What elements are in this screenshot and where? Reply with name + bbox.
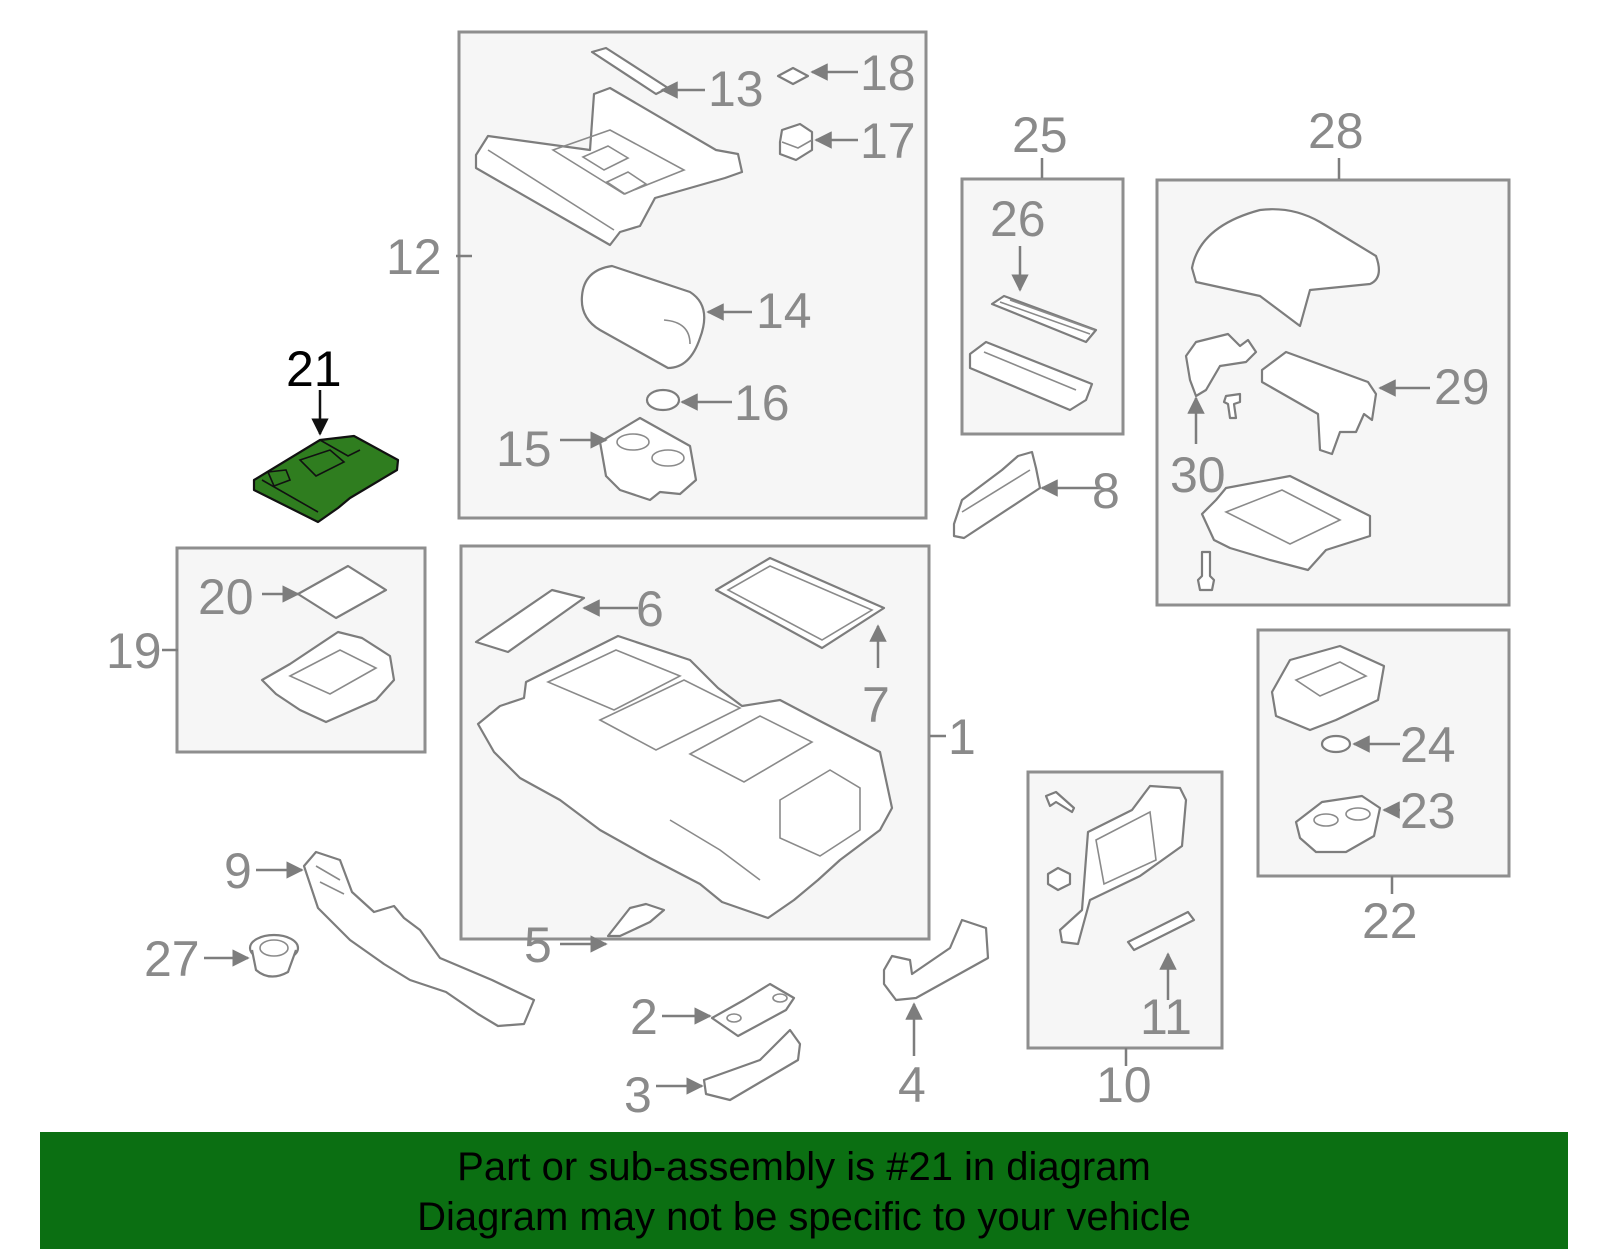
callout-22: 22 [1362,893,1418,949]
callout-14: 14 [756,283,812,339]
part-29-bracket[interactable] [1260,350,1378,456]
part-19-bin[interactable] [260,630,396,724]
part-21-highlighted[interactable] [252,434,400,524]
callout-16: 16 [734,375,790,431]
part-9-trim[interactable] [302,850,536,1028]
callout-30: 30 [1170,447,1226,503]
callout-18: 18 [860,45,916,101]
part-10-panel[interactable] [1058,784,1188,946]
part-20-mat[interactable] [296,564,388,620]
callout-3: 3 [624,1067,652,1123]
callout-28: 28 [1308,103,1364,159]
part-28-screw[interactable] [1196,550,1216,592]
callout-13: 13 [708,61,764,117]
part-7-mat[interactable] [714,556,886,650]
part-25-tray[interactable] [968,340,1094,412]
callout-6: 6 [636,581,664,637]
callout-9: 9 [224,843,252,899]
callout-26: 26 [990,191,1046,247]
callout-1: 1 [948,709,976,765]
callout-7: 7 [862,677,890,733]
callout-15: 15 [496,421,552,477]
callout-19: 19 [106,623,162,679]
part-2-bracket[interactable] [710,982,796,1038]
part-30-screw[interactable] [1222,392,1242,420]
part-15-cupholder[interactable] [598,416,698,502]
part-14-bin[interactable] [580,264,706,370]
part-11-strip[interactable] [1126,910,1196,952]
callout-20: 20 [198,569,254,625]
info-banner: Part or sub-assembly is #21 in diagram D… [40,1132,1568,1249]
callout-23: 23 [1400,783,1456,839]
callout-27: 27 [144,931,200,987]
callout-17: 17 [860,113,916,169]
callout-5: 5 [524,917,552,973]
part-26-mat[interactable] [990,294,1098,344]
part-27-knob[interactable] [248,933,300,978]
callout-21-highlighted: 21 [286,341,342,397]
part-8-trim[interactable] [952,450,1042,540]
callout-4: 4 [898,1057,926,1113]
group-box-12 [457,30,928,520]
banner-line-1: Part or sub-assembly is #21 in diagram [457,1145,1151,1189]
callout-12: 12 [386,229,442,285]
part-6-mat[interactable] [474,588,586,654]
part-10-screw[interactable] [1044,790,1076,814]
part-17-clip[interactable] [778,122,814,162]
part-28-armrest-lid[interactable] [1190,208,1381,328]
callout-24: 24 [1400,717,1456,773]
group-box-19 [175,546,427,754]
part-3-bracket[interactable] [702,1028,802,1102]
callout-11: 11 [1140,989,1192,1045]
part-5-clip[interactable] [606,902,666,938]
part-1-console[interactable] [476,634,894,920]
part-4-bracket[interactable] [882,918,990,1002]
banner-line-2: Diagram may not be specific to your vehi… [417,1195,1191,1239]
part-24-oring[interactable] [1320,734,1352,754]
part-12-tray[interactable] [474,86,744,247]
part-22-bezel[interactable] [1270,644,1386,732]
callout-10: 10 [1096,1057,1152,1113]
part-10-clip[interactable] [1046,866,1072,892]
callout-2: 2 [630,989,658,1045]
callout-29: 29 [1434,359,1490,415]
callout-8: 8 [1092,463,1120,519]
part-18-clip[interactable] [776,66,810,86]
callout-25: 25 [1012,107,1068,163]
part-28-base[interactable] [1200,474,1372,572]
part-30-hinge[interactable] [1184,332,1258,398]
part-23-cupholder[interactable] [1294,794,1382,854]
part-16-oring[interactable] [645,388,681,412]
